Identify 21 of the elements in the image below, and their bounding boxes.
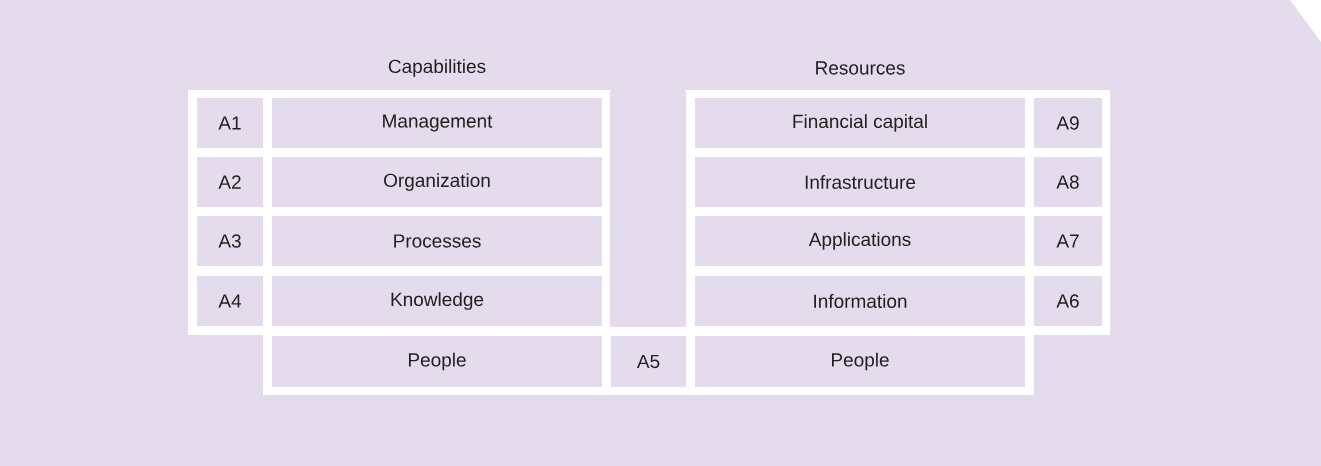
code-cell: A7 bbox=[1034, 216, 1102, 266]
table-cell: Organization bbox=[272, 157, 602, 207]
code-cell: A3 bbox=[197, 216, 263, 266]
table-cell: Infrastructure bbox=[695, 157, 1025, 207]
column-heading: Capabilities bbox=[388, 59, 486, 77]
table-cell: Knowledge bbox=[272, 276, 602, 326]
table-cell: Applications bbox=[695, 216, 1025, 266]
code-cell: A8 bbox=[1034, 157, 1102, 207]
code-cell: A2 bbox=[197, 157, 263, 207]
table-cell: Financial capital bbox=[695, 98, 1025, 148]
code-cell: A6 bbox=[1034, 276, 1102, 326]
code-cell: A4 bbox=[197, 276, 263, 326]
column-heading: Resources bbox=[816, 61, 905, 75]
code-cell: A5 bbox=[611, 336, 686, 387]
code-cell: A1 bbox=[197, 98, 263, 148]
table-cell: Processes bbox=[272, 216, 602, 266]
code-cell: A9 bbox=[1034, 98, 1102, 148]
table-cell: People bbox=[695, 336, 1025, 387]
table-cell: Information bbox=[695, 276, 1025, 326]
table-cell: Management bbox=[272, 98, 602, 148]
table-cell: People bbox=[272, 336, 602, 387]
